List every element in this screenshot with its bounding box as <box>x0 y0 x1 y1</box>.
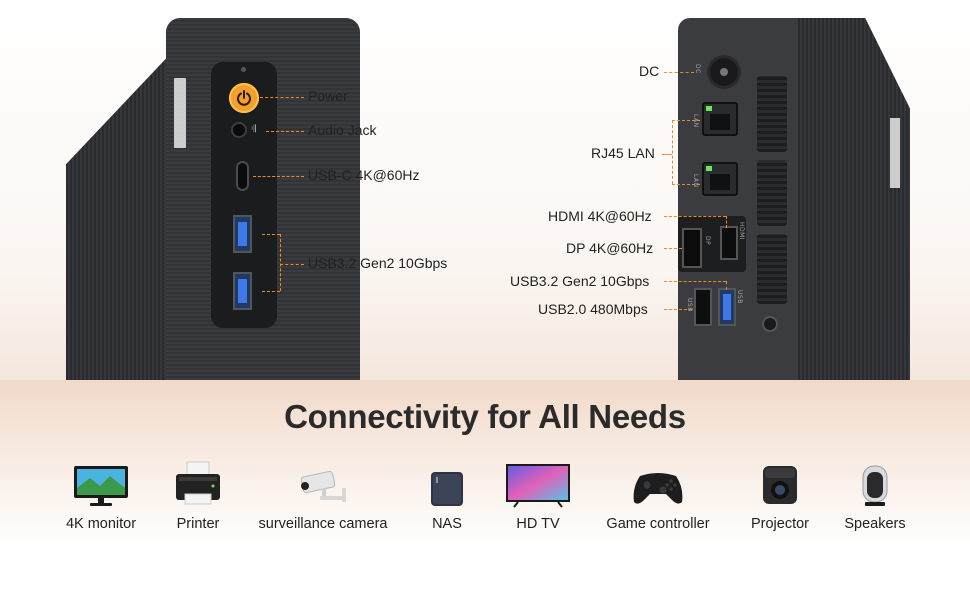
brand-logo-rear <box>890 118 900 188</box>
callout-drop-hdmi <box>726 216 727 228</box>
mini-pc-rear-side <box>798 18 910 380</box>
device-hd-tv: HD TV <box>500 456 576 532</box>
callout-line-dc <box>664 72 694 73</box>
device-label: Printer <box>176 516 220 532</box>
callout-bracket-rj45 <box>672 120 673 184</box>
callout-line-usb3-a <box>262 234 280 235</box>
callout-line-power <box>260 97 304 98</box>
port-tag-usb-1: USB <box>686 298 693 312</box>
device-label: Game controller <box>606 516 710 532</box>
mini-pc-rear <box>678 18 910 380</box>
device-label: NAS <box>432 516 462 532</box>
usb3-port-rear <box>720 290 734 324</box>
label-hdmi: HDMI 4K@60Hz <box>548 208 652 224</box>
headline: Connectivity for All Needs <box>284 398 686 435</box>
callout-line-audio <box>266 131 304 132</box>
camera-icon <box>300 470 346 502</box>
label-usb32-rear: USB3.2 Gen2 10Gbps <box>510 273 650 289</box>
callout-line-hdmi <box>664 216 726 217</box>
device-label: 4K monitor <box>65 516 137 532</box>
label-usb-c: USB-C 4K@60Hz <box>308 167 420 183</box>
tv-icon <box>506 464 570 508</box>
callout-line-usbc <box>253 176 304 177</box>
connectivity-band <box>0 380 970 600</box>
rj45-port-2 <box>702 162 738 196</box>
callout-bracket-usb3 <box>280 234 281 291</box>
label-usb32-front: USB3.2 Gen2 10Gbps <box>308 255 448 271</box>
vent-grille-3 <box>757 234 787 304</box>
device-surveillance-camera: surveillance camera <box>250 456 396 532</box>
vent-grille-1 <box>757 76 787 152</box>
callout-line-rj45 <box>662 154 672 155</box>
device-projector: Projector <box>743 456 817 532</box>
port-tag-usb-2: USB <box>736 290 743 304</box>
usb3-port-front-1 <box>235 217 250 251</box>
callout-line-rj45-b <box>672 184 700 185</box>
rj45-port-1 <box>702 102 738 136</box>
label-power: Power <box>308 88 348 104</box>
callout-line-usb32-rear <box>664 281 726 282</box>
device-label: Projector <box>750 516 810 532</box>
projector-icon <box>763 466 797 504</box>
status-led <box>241 67 246 72</box>
usb-c-port <box>238 163 247 189</box>
speaker-icon <box>862 465 888 506</box>
callout-line-dp <box>664 248 682 249</box>
mini-pc-side-panel <box>66 48 176 380</box>
controller-icon <box>633 473 683 504</box>
audio-jack-port <box>233 124 245 136</box>
label-usb20: USB2.0 480Mbps <box>538 301 648 317</box>
device-label: Speakers <box>844 516 906 532</box>
port-tag-lan-2: LAN <box>692 174 699 188</box>
port-tag-dp: DP <box>704 236 711 246</box>
dc-jack-port <box>710 58 738 86</box>
power-icon <box>237 90 251 106</box>
label-rj45-lan: RJ45 LAN <box>591 145 655 161</box>
device-game-controller: Game controller <box>600 456 716 532</box>
label-audio-jack: Audio Jack <box>308 122 377 138</box>
device-speakers: Speakers <box>838 456 912 532</box>
callout-line-rj45-a <box>672 120 700 121</box>
callout-line-usb3 <box>280 264 304 265</box>
device-label: HD TV <box>516 516 560 532</box>
device-nas: NAS <box>423 456 471 532</box>
usb2-port-rear <box>696 290 710 324</box>
power-button <box>229 83 259 113</box>
monitor-icon <box>74 466 128 506</box>
printer-icon <box>176 461 220 505</box>
vent-grille-2 <box>757 160 787 226</box>
kensington-lock-slot <box>764 318 776 330</box>
hdmi-port <box>722 228 736 258</box>
port-tag-hdmi: HDMI <box>738 222 745 241</box>
device-4k-monitor: 4K monitor <box>55 456 147 532</box>
device-label: surveillance camera <box>258 516 388 532</box>
port-tag-dc: DC <box>694 64 701 74</box>
callout-line-usb3-b <box>262 291 280 292</box>
displayport-port <box>684 230 700 266</box>
usb3-port-front-2 <box>235 274 250 308</box>
callout-line-usb20 <box>664 309 692 310</box>
label-dc: DC <box>639 63 660 79</box>
headphone-icon: 𝄇 <box>251 124 256 135</box>
label-dp: DP 4K@60Hz <box>566 240 654 256</box>
brand-logo <box>174 78 186 148</box>
callout-drop-usb32 <box>726 281 727 290</box>
device-printer: Printer <box>166 456 230 532</box>
nas-icon <box>431 472 463 506</box>
